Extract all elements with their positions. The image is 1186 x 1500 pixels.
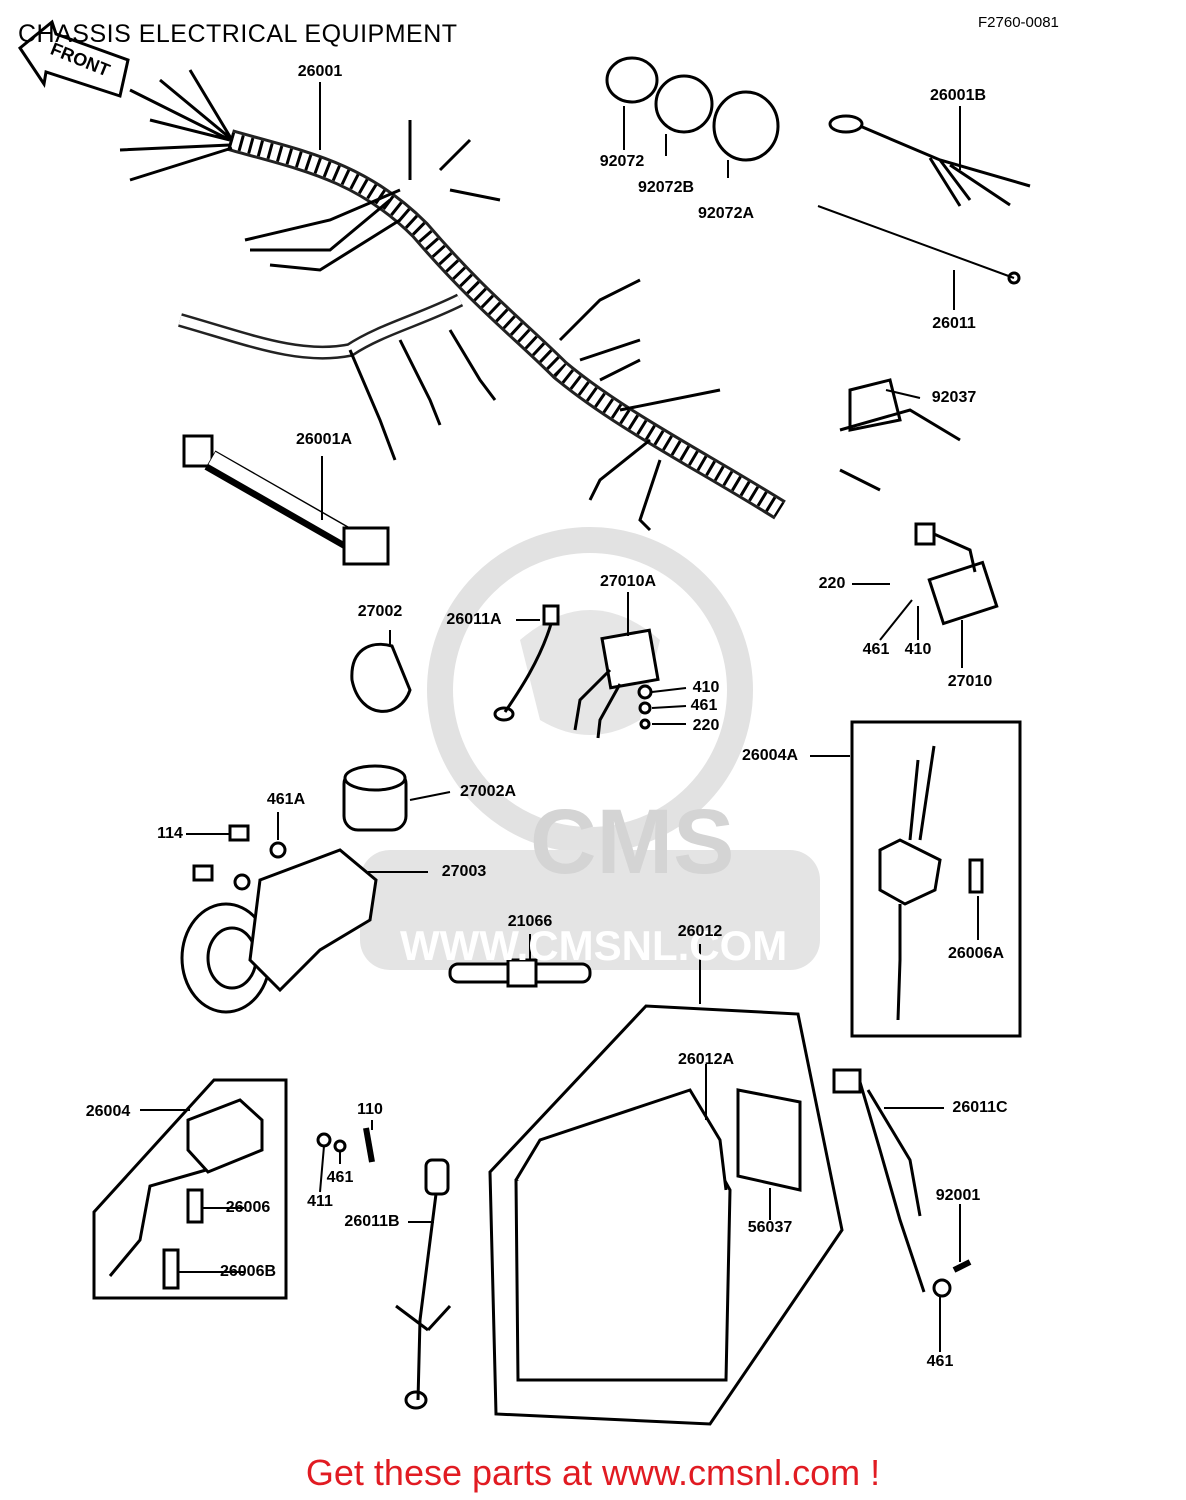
front-arrow-icon [17,19,130,98]
part-label-26001B: 26001B [929,87,987,104]
fuse-box-26004A [850,720,1022,1038]
fuse-21066 [448,958,592,988]
part-label-26012A: 26012A [677,1051,735,1068]
part-label-26001: 26001 [297,63,343,80]
part-label-220-upper: 220 [818,575,846,592]
part-label-92072: 92072 [599,153,645,170]
part-label-26006B: 26006B [219,1263,277,1280]
part-label-461-upper: 461 [862,641,890,658]
part-label-26011A: 26011A [446,611,502,628]
part-label-26006A: 26006A [947,945,1005,962]
cable-26011B [316,1127,452,1410]
part-label-92037: 92037 [931,389,977,406]
part-label-27003: 27003 [441,863,487,880]
part-label-461-relay: 461 [690,697,718,714]
leader-lines [140,82,979,1352]
figure-code: F2760-0081 [978,14,1059,31]
part-label-26001A: 26001A [295,431,353,448]
part-label-220-relay: 220 [692,717,720,734]
part-label-92001: 92001 [935,1187,981,1204]
part-label-92072B: 92072B [637,179,695,196]
sub-harness-26001A [182,434,390,566]
watermark-brand: CMS [530,791,735,893]
watermark-logo [360,527,820,970]
regulator-27010 [914,522,999,626]
clamps-92072 [605,56,780,162]
part-label-27002: 27002 [357,603,403,620]
relay-27002A [342,764,408,832]
watermark-url: WWW.CMSNL.COM [400,922,788,969]
part-label-114: 114 [157,825,183,842]
sub-harness-26001B [817,114,1031,285]
cable-26011C [832,1068,972,1298]
fuse-box-26004 [92,1078,288,1300]
part-label-410-upper: 410 [904,641,932,658]
part-label-27002A: 27002A [459,783,517,800]
part-label-110: 110 [357,1101,383,1118]
battery-26012 [488,1004,844,1426]
page-title: CHASSIS ELECTRICAL EQUIPMENT [18,20,458,48]
turn-signal-relay-27002 [350,642,412,713]
bracket-92037 [839,378,961,492]
part-label-26011B: 26011B [344,1213,400,1230]
part-label-27010: 27010 [947,673,993,690]
part-label-461A: 461A [266,791,306,808]
lead-26011A [493,604,560,722]
part-label-26012: 26012 [677,923,723,940]
horn-27003 [180,824,378,1014]
part-label-27010A: 27010A [599,573,657,590]
part-label-461-lower: 461 [326,1169,354,1186]
part-label-411: 411 [307,1193,333,1210]
main-wiring-harness [119,69,786,532]
part-label-410-relay: 410 [692,679,720,696]
part-label-26006: 26006 [225,1199,271,1216]
footer-link-text[interactable]: Get these parts at www.cmsnl.com ! [305,1452,881,1493]
part-label-26004A: 26004A [741,747,799,764]
part-label-26004: 26004 [85,1103,131,1120]
part-label-26011C: 26011C [952,1099,1008,1116]
part-label-461-bottom: 461 [926,1353,954,1370]
part-label-92072A: 92072A [697,205,755,222]
part-label-56037: 56037 [747,1219,793,1236]
part-label-21066: 21066 [507,913,553,930]
part-label-26011: 26011 [932,315,976,332]
relay-27010A [573,628,660,739]
